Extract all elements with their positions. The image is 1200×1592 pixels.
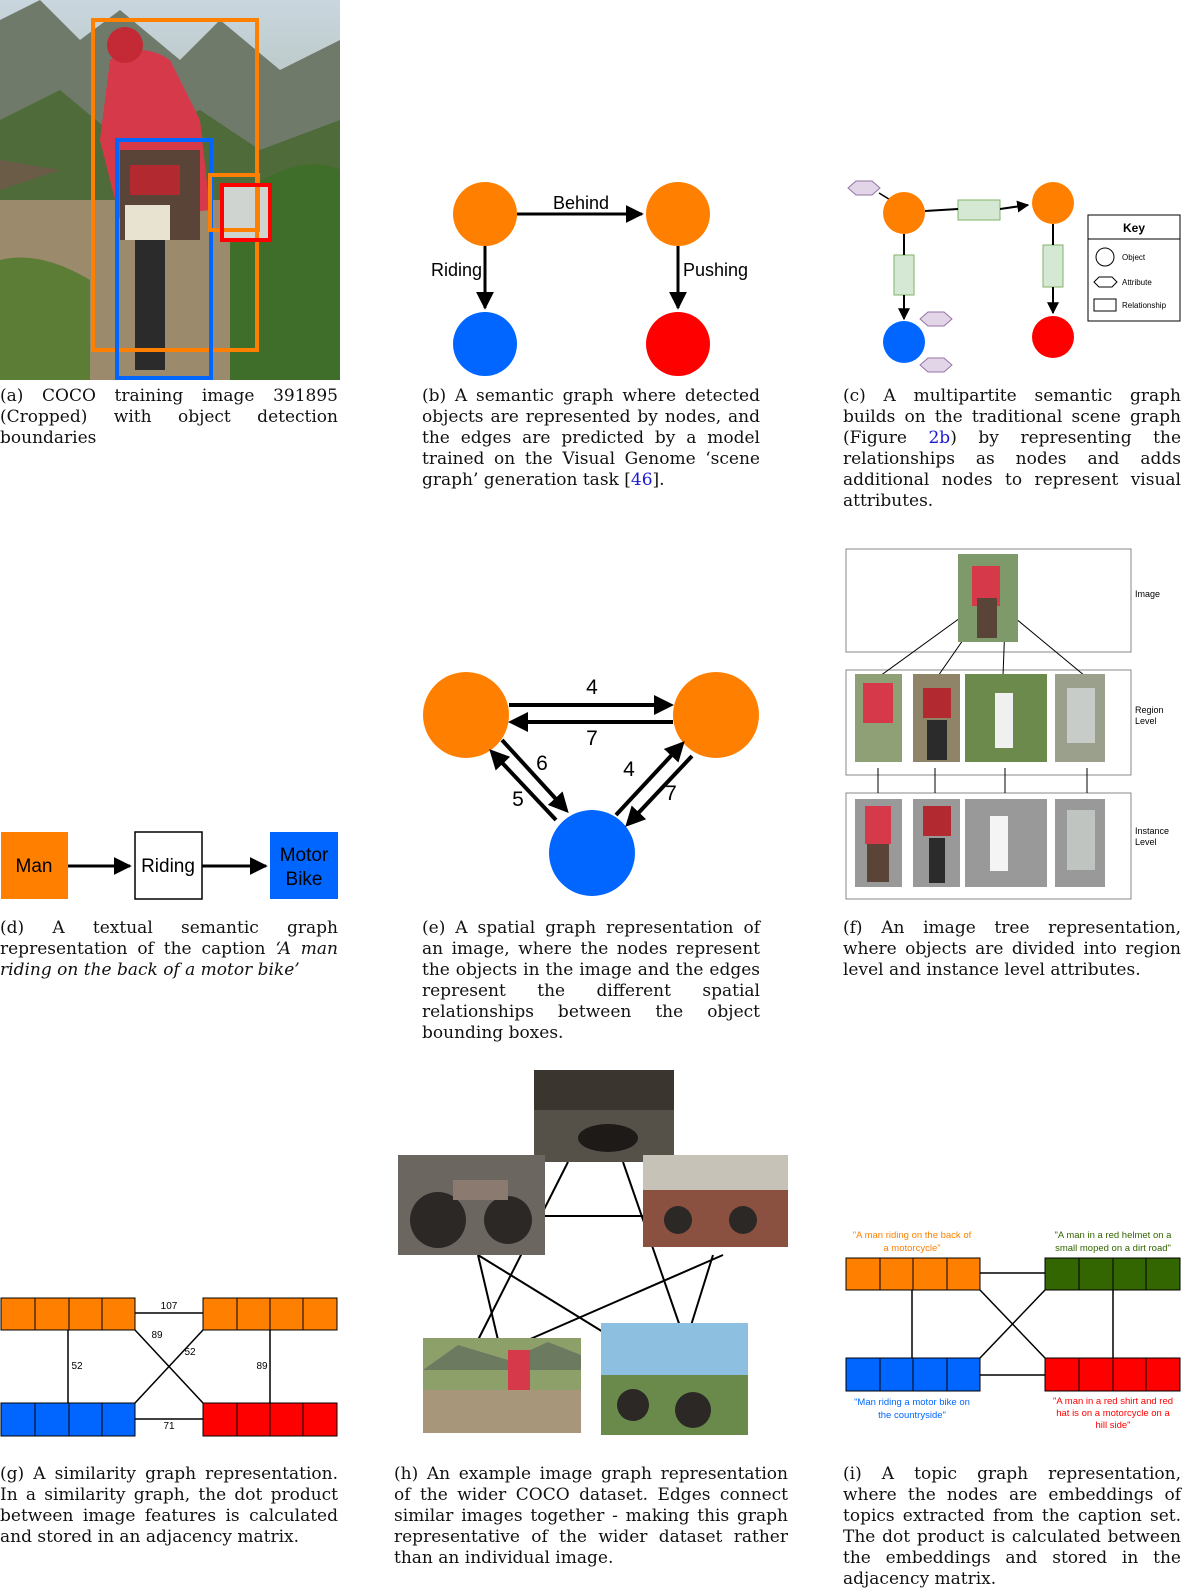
caption-a: (a) COCO training image 391895 (Cropped)… bbox=[0, 386, 338, 448]
caption-d: (d) A textual semantic graph representat… bbox=[0, 918, 338, 980]
coco-image-with-boxes bbox=[0, 0, 340, 380]
object-node-3 bbox=[883, 321, 925, 363]
label-riding: Riding bbox=[431, 260, 482, 280]
svg-text:hat is on a motorcycle on a: hat is on a motorcycle on a bbox=[1056, 1408, 1170, 1419]
svg-text:52: 52 bbox=[71, 1361, 83, 1372]
panel-e-spatial-graph: 4 7 6 5 4 7 bbox=[423, 672, 759, 896]
topic-vector-green bbox=[1044, 1257, 1181, 1291]
relationship-node-1 bbox=[957, 199, 1001, 221]
svg-text:Level: Level bbox=[1135, 716, 1157, 726]
photo-dirt-road bbox=[423, 1338, 581, 1433]
svg-text:52: 52 bbox=[184, 1347, 196, 1358]
svg-text:Attribute: Attribute bbox=[1122, 278, 1152, 287]
vector-red bbox=[202, 1402, 338, 1437]
svg-text:7: 7 bbox=[586, 727, 598, 750]
node-blue bbox=[549, 810, 635, 896]
svg-text:Bike: Bike bbox=[286, 869, 323, 890]
panel-d-textual-graph: Man Riding Motor Bike bbox=[1, 831, 338, 900]
svg-text:"A man in a red helmet on a: "A man in a red helmet on a bbox=[1055, 1230, 1173, 1241]
svg-text:"Man riding a motor bike on: "Man riding a motor bike on bbox=[854, 1397, 970, 1408]
topic-vector-blue bbox=[845, 1357, 981, 1392]
panel-c-multipartite-graph: Key Object Attribute Relationship bbox=[847, 180, 1181, 373]
figure-link[interactable]: 2b bbox=[928, 428, 951, 448]
photo-motorcycle-show bbox=[398, 1155, 545, 1255]
caption-b: (b) A semantic graph where detected obje… bbox=[422, 386, 760, 490]
svg-text:the countryside": the countryside" bbox=[878, 1410, 946, 1421]
panel-i-topic-graph: "A man riding on the back of a motorcycl… bbox=[845, 1230, 1181, 1431]
panel-a bbox=[0, 0, 340, 380]
caption-h: (h) An example image graph representatio… bbox=[394, 1464, 788, 1568]
svg-text:89: 89 bbox=[151, 1330, 163, 1341]
region-thumbnails bbox=[855, 674, 1105, 762]
caption-e: (e) A spatial graph representation of an… bbox=[422, 918, 760, 1043]
photo-motorcycle-street bbox=[534, 1070, 674, 1162]
svg-text:hill side": hill side" bbox=[1095, 1420, 1130, 1431]
svg-text:Relationship: Relationship bbox=[1122, 301, 1167, 310]
object-node-1 bbox=[883, 192, 925, 234]
node-motorbike bbox=[453, 312, 517, 376]
panel-g-similarity-graph: 107 89 52 52 89 71 bbox=[0, 1297, 338, 1437]
topic-vector-orange bbox=[845, 1257, 981, 1291]
caption-g: (g) A similarity graph representation. I… bbox=[0, 1464, 338, 1547]
key-legend: Key Object Attribute Relationship bbox=[1087, 214, 1181, 322]
svg-text:Riding: Riding bbox=[141, 856, 195, 877]
svg-text:Image: Image bbox=[1135, 589, 1160, 599]
instance-thumbnails bbox=[855, 799, 1105, 887]
attribute-node bbox=[847, 180, 881, 196]
vector-orange-right bbox=[202, 1297, 338, 1331]
caption-c: (c) A multipartite semantic graph builds… bbox=[843, 386, 1181, 511]
svg-text:4: 4 bbox=[623, 758, 635, 781]
svg-text:a motorcycle": a motorcycle" bbox=[883, 1243, 940, 1254]
svg-text:89: 89 bbox=[256, 1361, 268, 1372]
photo-motorcycle-parade bbox=[643, 1155, 788, 1247]
attribute-node bbox=[919, 311, 953, 327]
svg-text:7: 7 bbox=[665, 782, 677, 805]
svg-text:Man: Man bbox=[16, 856, 53, 877]
svg-text:Level: Level bbox=[1135, 837, 1157, 847]
node-moped bbox=[646, 312, 710, 376]
object-node-2 bbox=[1032, 182, 1074, 224]
svg-text:Motor: Motor bbox=[280, 845, 329, 866]
object-node-4 bbox=[1032, 316, 1074, 358]
svg-text:"A man in a red shirt and red: "A man in a red shirt and red bbox=[1053, 1396, 1173, 1407]
citation-link[interactable]: 46 bbox=[630, 470, 653, 490]
svg-text:Instance: Instance bbox=[1135, 826, 1169, 836]
svg-text:6: 6 bbox=[536, 752, 548, 775]
root-image-thumbnail bbox=[958, 554, 1018, 642]
attribute-node bbox=[919, 357, 953, 373]
caption-f: (f) An image tree representation, where … bbox=[843, 918, 1181, 980]
node-orange-right bbox=[673, 672, 759, 758]
node-motor-bike bbox=[270, 832, 338, 899]
vector-blue bbox=[0, 1402, 136, 1437]
svg-text:Object: Object bbox=[1122, 253, 1146, 262]
node-orange-left bbox=[423, 672, 509, 758]
node-man bbox=[1, 832, 68, 899]
node-person bbox=[646, 182, 710, 246]
svg-text:71: 71 bbox=[163, 1421, 175, 1432]
svg-text:5: 5 bbox=[512, 788, 524, 811]
label-behind: Behind bbox=[553, 193, 609, 213]
svg-text:Key: Key bbox=[1123, 221, 1145, 235]
caption-i: (i) A topic graph representation, where … bbox=[843, 1464, 1181, 1589]
svg-text:4: 4 bbox=[586, 676, 598, 699]
vector-orange-left bbox=[0, 1297, 136, 1331]
photo-country-road bbox=[601, 1323, 748, 1435]
svg-text:107: 107 bbox=[161, 1301, 178, 1312]
panel-f-image-tree: Image Region Level Instance Level bbox=[845, 548, 1169, 900]
relationship-node-2 bbox=[893, 254, 915, 296]
relationship-node-3 bbox=[1042, 244, 1064, 288]
svg-text:Region: Region bbox=[1135, 705, 1164, 715]
svg-text:small moped on a dirt road": small moped on a dirt road" bbox=[1055, 1243, 1171, 1254]
panel-b-semantic-graph: Behind Riding Pushing bbox=[431, 182, 748, 376]
panel-h-image-graph bbox=[398, 1070, 788, 1435]
svg-text:"A man riding on the back of: "A man riding on the back of bbox=[853, 1230, 972, 1241]
node-man bbox=[453, 182, 517, 246]
topic-vector-red bbox=[1044, 1357, 1181, 1392]
node-riding bbox=[134, 831, 203, 900]
label-pushing: Pushing bbox=[683, 260, 748, 280]
